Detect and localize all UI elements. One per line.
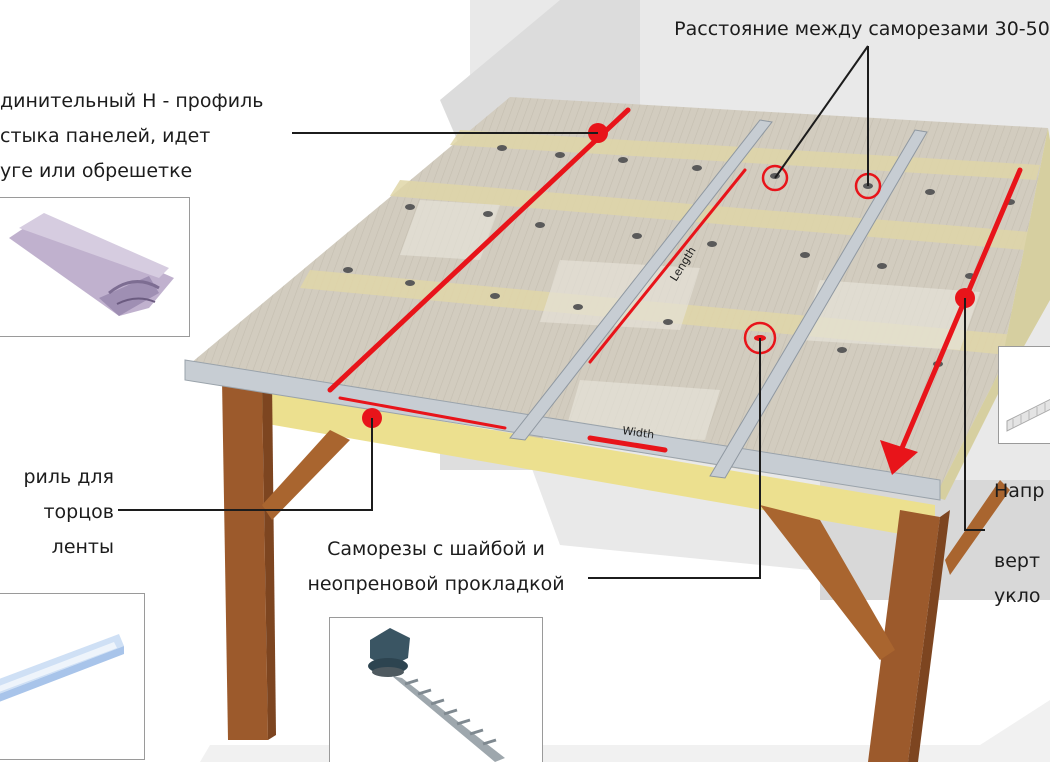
width-mark: Width	[622, 424, 655, 441]
direction-line-3: укло	[994, 585, 1041, 607]
h-profile-inset	[0, 197, 190, 337]
direction-line-gap	[994, 509, 1044, 544]
u-profile-icon	[0, 634, 124, 702]
screw-spacing-label: Расстояние между саморезами 30-50	[652, 12, 1050, 47]
leader-lines	[118, 45, 985, 579]
end-profile-line-2: торцов	[43, 501, 114, 523]
h-profile-line-2: стыка панелей, идет	[0, 125, 211, 147]
red-markings	[327, 107, 1023, 453]
panel-section-icon	[1006, 398, 1050, 432]
screws-line-2: неопреновой прокладкой	[307, 573, 565, 595]
screw-spacing-text: Расстояние между саморезами 30-50	[674, 18, 1050, 40]
end-profile-inset	[0, 593, 145, 760]
roofing-screw-icon	[368, 628, 505, 762]
panel-section-inset	[998, 346, 1050, 444]
end-profile-line-1: риль для	[23, 466, 114, 488]
screws-line-1: Саморезы с шайбой и	[327, 538, 545, 560]
slope-arrow-head	[880, 440, 918, 475]
direction-line-2: верт	[994, 550, 1041, 572]
h-profile-icon	[9, 213, 174, 316]
end-profile-line-3: ленты	[51, 536, 114, 558]
h-profile-label: динительный Н - профиль стыка панелей, и…	[0, 84, 263, 189]
side-fascia	[935, 128, 1050, 500]
end-profile	[184, 359, 941, 501]
direction-line-1: Напр	[994, 480, 1045, 502]
screws-label: Саморезы с шайбой и неопреновой прокладк…	[284, 532, 588, 602]
h-profiles	[509, 119, 928, 479]
front-posts	[222, 380, 1010, 762]
h-profile-line-1: динительный Н - профиль	[0, 90, 264, 112]
screw-inset	[329, 617, 543, 762]
h-profile-line-3: уге или обрешетке	[0, 160, 193, 182]
direction-label: Напр верт укло	[994, 474, 1044, 614]
end-profile-label: риль для торцов ленты	[0, 460, 114, 565]
